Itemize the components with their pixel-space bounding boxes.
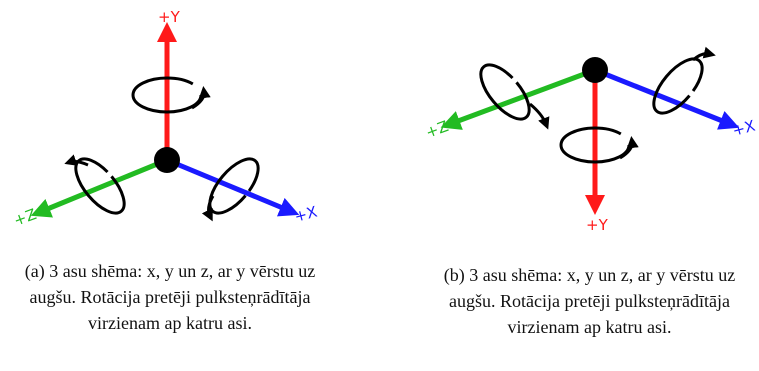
y-axis-label-a: +Y [158, 8, 181, 26]
figure-a: +Y +X +Z (a) 3 asu shēma: x, y un z, ar … [0, 0, 340, 371]
figure-b: +Y +X +Z (b) 3 asu shēma: x, y un z, ar … [390, 0, 759, 371]
rotation-arrow-x-icon [201, 157, 260, 222]
x-axis-line-a [166, 157, 300, 217]
z-axis-label-b: +Z [423, 117, 451, 142]
z-axis-label-a: +Z [11, 205, 39, 230]
x-axis-line-b [594, 67, 740, 130]
origin-point-a [154, 147, 180, 173]
rotation-arrow-y-icon [559, 126, 639, 164]
y-axis-label-b: +Y [586, 216, 609, 234]
x-axis-label-a: +X [292, 203, 319, 226]
z-axis-line-a [30, 157, 168, 218]
x-axis-label-b: +X [730, 117, 757, 140]
z-axis-line-b [440, 67, 596, 130]
axes-diagram-b: +Y +X +Z [423, 46, 757, 234]
caption-b: (b) 3 asu shēma: x, y un z, ar y vērstu … [443, 265, 736, 337]
rotation-arrow-y-icon [131, 76, 211, 114]
rotation-arrow-x-icon [652, 46, 716, 115]
axes-diagram-a: +Y +X +Z [11, 8, 319, 230]
origin-point-b [582, 57, 608, 83]
caption-a: (a) 3 asu shēma: x, y un z, ar y vērstu … [24, 261, 316, 333]
rotation-arrow-z-icon [64, 154, 126, 215]
